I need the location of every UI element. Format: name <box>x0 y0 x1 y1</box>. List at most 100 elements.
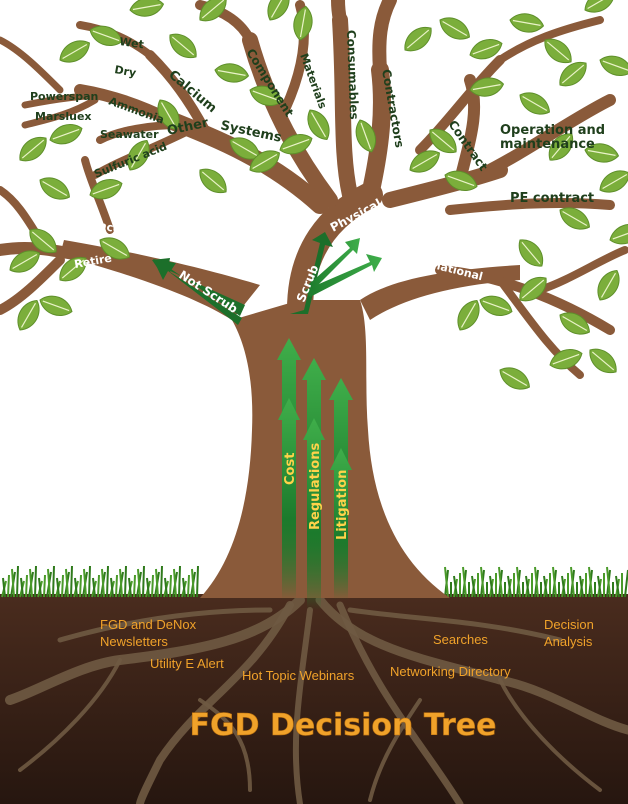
grass-blade <box>552 566 557 598</box>
label-operation-maintenance-line2: maintenance <box>500 137 595 152</box>
leaf <box>507 10 546 36</box>
leaf <box>290 4 316 43</box>
grass-blade <box>173 568 177 598</box>
grass-blade <box>65 568 69 598</box>
regulations-arrow <box>302 358 326 610</box>
label-fgd-newsletters-line2: Newsletters <box>100 634 168 649</box>
grass-blade <box>74 577 78 598</box>
leaf <box>13 130 53 168</box>
not-scrub-arrow-shape <box>153 259 242 325</box>
grass-blade <box>83 568 87 598</box>
label-procedural: Procedural <box>389 225 457 245</box>
grass-blade <box>20 577 24 598</box>
grass-blade <box>151 574 154 598</box>
grass-blade <box>119 568 123 598</box>
grass-blade <box>70 565 73 598</box>
label-allowances: Allowances <box>57 210 128 237</box>
grass-blade <box>187 574 190 598</box>
page-title: FGD Decision Tree <box>190 708 497 743</box>
leaf <box>127 0 166 20</box>
grass-blade <box>146 577 150 598</box>
label-sulfuric-acid: Sulfuric acid <box>92 140 169 181</box>
label-decision-analysis-line2: Analysis <box>544 634 593 649</box>
grass-blade <box>561 575 566 598</box>
grass-blade <box>88 565 91 598</box>
leaf <box>193 162 233 200</box>
grass-blade <box>56 577 60 598</box>
grass-blade <box>47 568 51 598</box>
grass-blade <box>61 574 64 598</box>
leaf <box>46 119 86 150</box>
grass-blade <box>570 566 575 598</box>
grass-blade <box>101 568 105 598</box>
leaf <box>451 295 486 336</box>
grass-blade <box>97 574 100 598</box>
grass-blade <box>7 574 10 598</box>
grass-blade <box>191 568 195 598</box>
leaf <box>163 27 203 65</box>
leaf <box>54 34 95 69</box>
grass-blade <box>29 568 33 598</box>
grass-blade <box>543 575 548 598</box>
leaf <box>579 0 620 19</box>
grass-blade <box>52 565 55 598</box>
regulations-label: Regulations <box>308 443 323 530</box>
grass-blade <box>43 574 46 598</box>
grass-blade <box>142 565 145 598</box>
grass-blade <box>178 565 181 598</box>
scrub-arrow-group <box>290 232 382 314</box>
grass-blade <box>106 565 109 598</box>
grass-blade <box>588 566 593 598</box>
label-wet: Wet <box>119 35 145 51</box>
leaf <box>34 171 75 206</box>
grass-blade <box>615 575 620 598</box>
label-retire: Retire <box>73 252 113 271</box>
leaf <box>583 342 623 380</box>
label-materials: Materials <box>297 52 329 111</box>
label-utility-e-alert: Utility E Alert <box>150 656 224 671</box>
leaf <box>434 11 475 46</box>
grass-blade <box>507 575 512 598</box>
grass-blade <box>128 577 132 598</box>
label-searches: Searches <box>433 632 488 647</box>
grass-blade <box>579 575 584 598</box>
grass-blade <box>453 575 458 598</box>
leaf <box>606 219 628 250</box>
trunk <box>200 300 450 598</box>
litigation-arrow <box>329 378 353 600</box>
label-dry: Dry <box>113 63 137 80</box>
label-networking-directory: Networking Directory <box>390 664 511 679</box>
leaf <box>596 50 628 81</box>
label-consumables: Consumables <box>344 30 361 120</box>
leaf <box>36 290 76 321</box>
leaf <box>212 60 251 86</box>
cost-arrow <box>277 338 301 600</box>
grass-blade <box>137 568 141 598</box>
leaf <box>494 361 535 396</box>
grass-left <box>1 565 199 598</box>
grass-blade <box>182 577 186 598</box>
grass-blade <box>25 574 28 598</box>
leaf <box>261 0 296 26</box>
grass-blade <box>11 568 15 598</box>
label-hot-topic-webinars: Hot Topic Webinars <box>242 668 355 683</box>
label-decision-analysis-line1: Decision <box>544 617 594 632</box>
label-powerspan: Powerspan <box>30 90 98 103</box>
grass-blade <box>110 577 114 598</box>
grass-blade <box>164 577 168 598</box>
grass-blade <box>34 565 37 598</box>
grass-blade <box>155 568 159 598</box>
grass-blade <box>38 577 42 598</box>
litigation-label: Litigation <box>335 470 350 540</box>
not-scrub-arrow <box>152 258 245 316</box>
label-marsluex: Marsluex <box>35 110 92 123</box>
roots <box>5 595 628 804</box>
label-fgd-newsletters-line1: FGD and DeNox <box>100 617 197 632</box>
grass-blade <box>444 566 449 598</box>
grass-blade <box>115 574 118 598</box>
grass-blade <box>16 565 19 598</box>
grass-blade <box>124 565 127 598</box>
grass-blade <box>480 566 485 598</box>
leaf <box>591 265 626 306</box>
